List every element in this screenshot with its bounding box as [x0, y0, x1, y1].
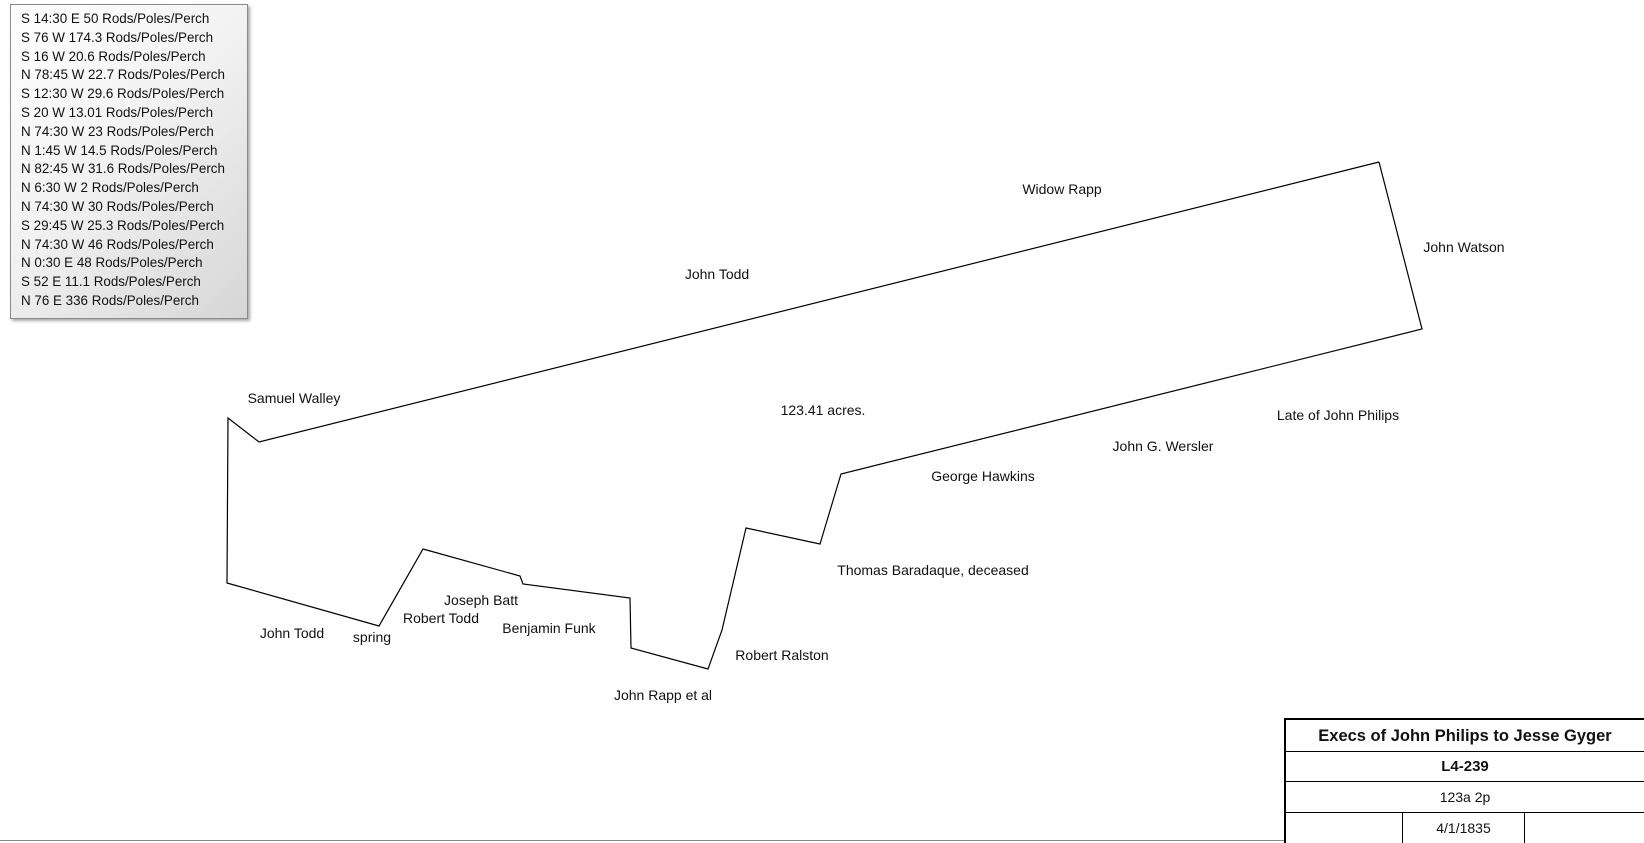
adjoiner-label-john-g-wersler: John G. Wersler: [1112, 438, 1214, 454]
call-line: N 1:45 W 14.5 Rods/Poles/Perch: [21, 142, 218, 158]
adjoiner-label-john-rapp-et-al: John Rapp et al: [613, 687, 713, 703]
call-line: N 6:30 W 2 Rods/Poles/Perch: [21, 180, 199, 196]
call-line: N 78:45 W 22.7 Rods/Poles/Perch: [21, 67, 225, 83]
title-block: Execs of John Philips to Jesse Gyger L4-…: [1284, 718, 1644, 843]
call-line: N 0:30 E 48 Rods/Poles/Perch: [21, 255, 203, 271]
adjoiner-label-john-todd-north: John Todd: [684, 266, 750, 282]
bottom-border-line: [0, 840, 1284, 841]
adjoiner-label-joseph-batt: Joseph Batt: [444, 592, 518, 608]
call-line: S 14:30 E 50 Rods/Poles/Perch: [21, 11, 210, 26]
call-line: N 74:30 W 46 Rods/Poles/Perch: [21, 236, 214, 252]
call-line: S 20 W 13.01 Rods/Poles/Perch: [21, 104, 214, 120]
adjoiner-label-benjamin-funk: Benjamin Funk: [502, 620, 596, 636]
title-block-cell-right: [1525, 813, 1644, 843]
call-line: S 16 W 20.6 Rods/Poles/Perch: [21, 48, 206, 64]
call-line: N 82:45 W 31.6 Rods/Poles/Perch: [21, 161, 225, 177]
title-block-deed-reference: L4-239: [1286, 752, 1644, 782]
adjoiner-label-robert-todd: Robert Todd: [402, 610, 480, 626]
calls-list-panel: S 14:30 E 50 Rods/Poles/Perch S 76 W 174…: [10, 4, 248, 319]
call-line: N 74:30 W 23 Rods/Poles/Perch: [21, 123, 214, 139]
call-line: S 29:45 W 25.3 Rods/Poles/Perch: [21, 217, 225, 233]
adjoiner-label-george-hawkins: George Hawkins: [931, 468, 1035, 484]
adjoiner-label-robert-ralston: Robert Ralston: [735, 647, 829, 663]
adjoiner-label-john-todd-south: John Todd: [259, 625, 325, 641]
title-block-title: Execs of John Philips to Jesse Gyger: [1286, 720, 1644, 752]
adjoiner-label-thomas-baradaque: Thomas Baradaque, deceased: [837, 562, 1029, 578]
call-line: S 52 E 11.1 Rods/Poles/Perch: [21, 274, 201, 290]
title-block-area: 123a 2p: [1286, 782, 1644, 813]
adjoiner-label-late-of-john-philips: Late of John Philips: [1276, 407, 1400, 423]
call-line: N 74:30 W 30 Rods/Poles/Perch: [21, 198, 214, 214]
call-line: S 76 W 174.3 Rods/Poles/Perch: [21, 29, 214, 45]
title-block-date-row: 4/1/1835: [1286, 813, 1644, 843]
parcel-boundary: [226, 161, 1423, 670]
adjoiner-label-samuel-walley: Samuel Walley: [247, 390, 341, 406]
call-line: S 12:30 W 29.6 Rods/Poles/Perch: [21, 86, 225, 102]
title-block-cell-left: [1286, 813, 1404, 843]
title-block-date: 4/1/1835: [1403, 813, 1525, 843]
adjoiner-label-john-watson: John Watson: [1423, 239, 1505, 255]
acreage-label: 123.41 acres.: [780, 402, 866, 418]
adjoiner-label-widow-rapp: Widow Rapp: [1022, 181, 1102, 197]
spring-label: spring: [352, 629, 392, 645]
call-line: N 76 E 336 Rods/Poles/Perch: [21, 292, 199, 308]
